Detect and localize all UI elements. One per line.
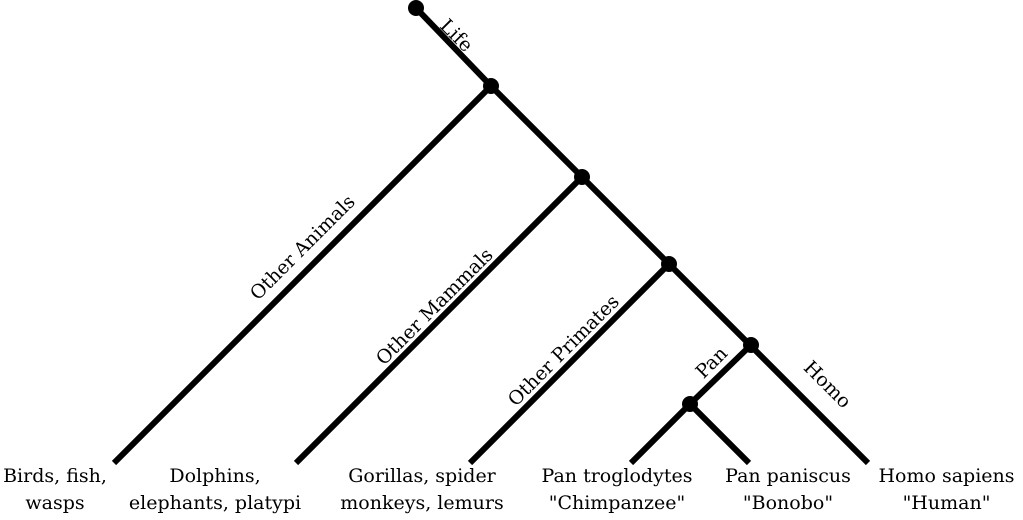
leaf-line-2: wasps: [25, 492, 85, 514]
branch-other-primates: [467, 261, 672, 466]
branch-main-trunk: [488, 83, 871, 466]
branch-bonobo: [687, 401, 752, 466]
node-mammals: [574, 169, 590, 185]
leaf-pan-troglodytes: Pan troglodytes "Chimpanzee": [524, 463, 710, 517]
label-other-mammals: Other Mammals: [372, 244, 498, 370]
leaf-line-1: Dolphins,: [169, 465, 261, 487]
leaf-line-2: monkeys, lemurs: [340, 492, 504, 514]
leaf-pan-paniscus: Pan paniscus "Bonobo": [708, 463, 868, 517]
node-animals: [483, 78, 499, 94]
leaf-line-1: Pan paniscus: [725, 465, 851, 487]
node-hominini: [743, 337, 759, 353]
leaf-line-1: Gorillas, spider: [348, 465, 496, 487]
label-other-primates: Other Primates: [504, 291, 624, 411]
label-pan: Pan: [691, 342, 732, 383]
label-life: Life: [435, 15, 477, 57]
leaf-dolphins-elephants-platypi: Dolphins, elephants, platypi: [120, 463, 310, 517]
leaf-gorillas-monkeys-lemurs: Gorillas, spider monkeys, lemurs: [328, 463, 516, 517]
leaf-line-2: "Chimpanzee": [548, 492, 686, 514]
label-other-animals: Other Animals: [246, 191, 360, 305]
branch-other-animals: [111, 83, 494, 466]
leaf-line-2: elephants, platypi: [128, 492, 302, 514]
node-pan: [682, 396, 698, 412]
branch-other-mammals: [293, 174, 585, 466]
node-root: [408, 0, 424, 16]
leaf-line-2: "Bonobo": [742, 492, 834, 514]
leaf-birds-fish-wasps: Birds, fish, wasps: [0, 463, 112, 517]
leaf-line-1: Pan troglodytes: [541, 465, 693, 487]
branch-life: [413, 5, 494, 89]
branch-chimpanzee: [628, 401, 693, 466]
leaf-line-1: Homo sapiens: [878, 465, 1015, 487]
leaf-line-2: "Human": [902, 492, 991, 514]
leaf-homo-sapiens: Homo sapiens "Human": [870, 463, 1023, 517]
leaf-line-1: Birds, fish,: [3, 465, 107, 487]
branch-pan: [687, 342, 754, 407]
node-primates: [661, 256, 677, 272]
